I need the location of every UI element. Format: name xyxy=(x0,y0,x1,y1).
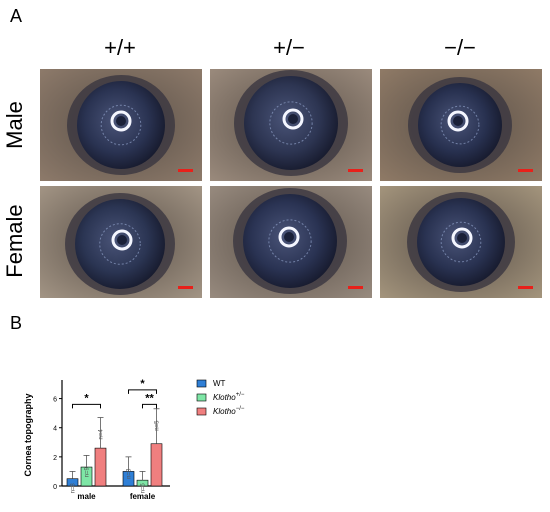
y-tick-label: 4 xyxy=(53,426,57,433)
n-label: n=4 xyxy=(99,429,105,440)
n-label: n=8 xyxy=(127,468,133,479)
n-label: n=8 xyxy=(71,483,77,494)
bar-female-1 xyxy=(136,479,149,487)
scale-bar xyxy=(518,286,533,289)
legend-entry-0: WT xyxy=(213,379,226,388)
significance-star: * xyxy=(84,392,89,404)
legend-swatch-1 xyxy=(196,393,207,402)
eye-photo-female-wt xyxy=(40,186,202,298)
eye-photo-male-het xyxy=(210,69,372,181)
bar-male-0 xyxy=(66,478,79,487)
scale-bar xyxy=(348,286,363,289)
y-tick-label: 6 xyxy=(53,397,57,404)
significance-star: ** xyxy=(145,392,154,404)
eye-photo-male-wt xyxy=(40,69,202,181)
sex-label-female: Female xyxy=(2,204,27,278)
genotype-header-het: +/− xyxy=(273,35,305,60)
legend-entry-1: Klotho+/− xyxy=(213,392,245,402)
sex-label-male: Male xyxy=(2,101,27,149)
eye-photo-male-ko xyxy=(380,69,542,181)
n-label: n=5 xyxy=(155,420,161,431)
scale-bar xyxy=(518,169,533,172)
genotype-header-ko: −/− xyxy=(444,35,476,60)
eye-photo-female-het xyxy=(210,186,372,298)
x-category-label-female: female xyxy=(130,492,156,501)
y-tick-label: 2 xyxy=(53,455,57,462)
legend-swatch-2 xyxy=(196,407,207,416)
significance-bracket xyxy=(72,403,101,409)
y-tick-label: 0 xyxy=(53,484,57,491)
legend-entry-2: Klotho−/− xyxy=(213,406,245,416)
significance-star: * xyxy=(140,378,145,390)
n-label: n=9 xyxy=(85,467,91,478)
significance-bracket xyxy=(142,403,157,409)
bar-female-0 xyxy=(122,471,135,487)
x-category-label-male: male xyxy=(77,492,96,501)
significance-bracket xyxy=(128,389,157,394)
panel-label-a: A xyxy=(10,6,23,26)
eye-photo-female-ko xyxy=(380,186,542,298)
genotype-header-wt: +/+ xyxy=(104,35,136,60)
legend-swatch-0 xyxy=(196,379,207,388)
chart-svg: Cornea topography0246n=8n=9n=4malen=8n=6… xyxy=(23,378,245,501)
y-axis-label: Cornea topography xyxy=(23,393,33,476)
bar-female-2 xyxy=(150,443,163,487)
scale-bar xyxy=(348,169,363,172)
bar-male-2 xyxy=(94,447,107,487)
scale-bar xyxy=(178,286,193,289)
n-label: n=6 xyxy=(141,483,147,494)
panel-label-b: B xyxy=(10,313,23,333)
scale-bar xyxy=(178,169,193,172)
